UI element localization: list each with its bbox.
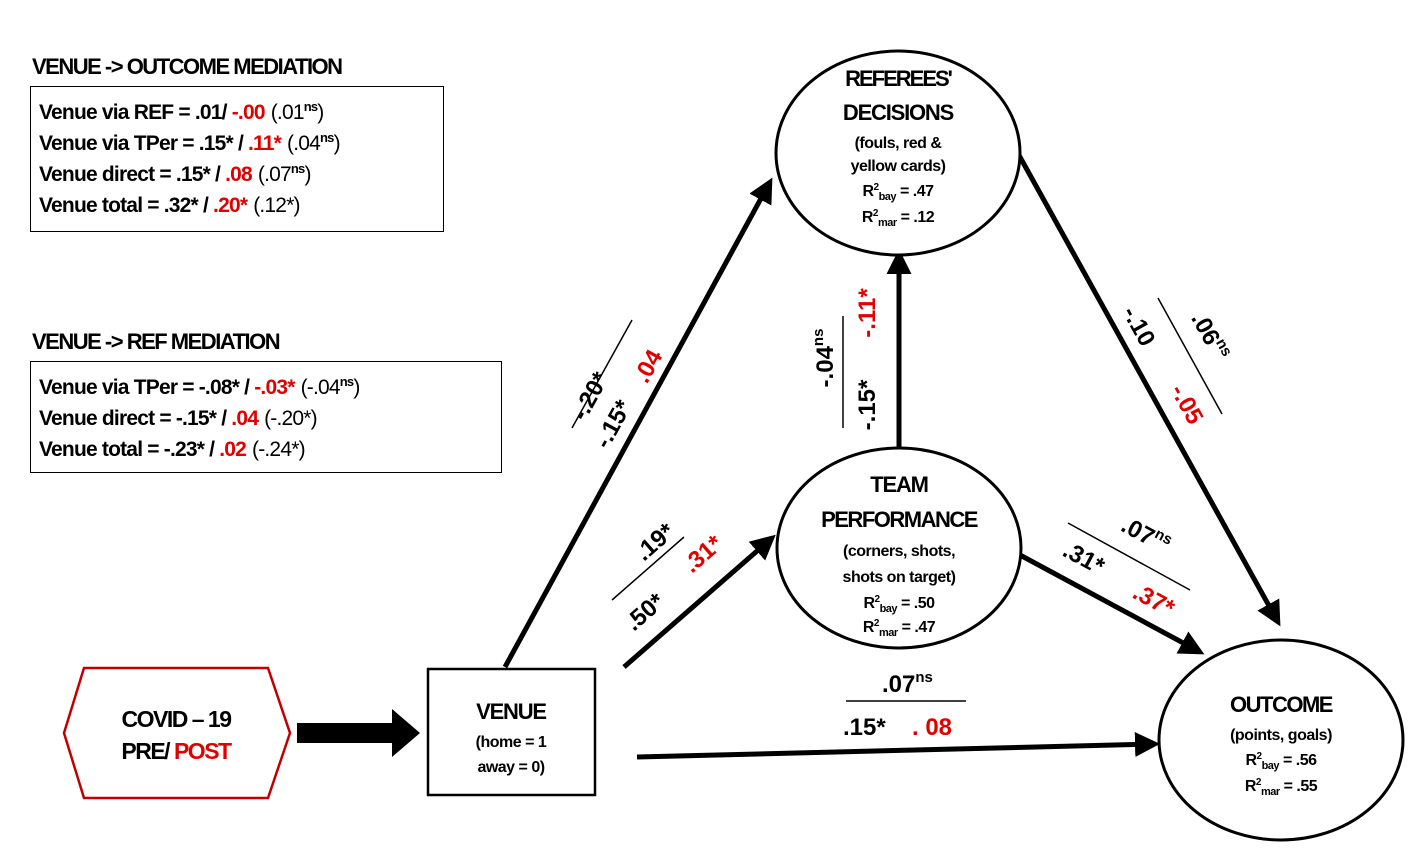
divider-ref-outcome: [1157, 297, 1223, 415]
outcome-sub1: (points, goals): [1230, 727, 1332, 744]
covid-hexagon: [62, 666, 292, 800]
referees-title2: DECISIONS: [843, 100, 954, 125]
outcome-mediation-row: Venue via TPer = .15* / .11*(.04ns): [39, 130, 341, 155]
outcome-mediation-row: Venue total = .32* / .20*(.12*): [39, 194, 301, 217]
outcome-mediation-row: Venue via REF = .01/ -.00(.01ns): [39, 99, 324, 124]
team-r2-mar: R2mar = .47: [863, 618, 936, 639]
ref-mediation-row: Venue total = -.23* / .02(-.24*): [39, 438, 306, 461]
referees-r2-bay: R2bay = .47: [862, 182, 934, 203]
coef-ref-outcome-right: .06ns: [1185, 307, 1235, 366]
outcome-ellipse: [1157, 638, 1405, 842]
referees-r2-mar: R2mar = .12: [862, 208, 935, 229]
venue-coding-line2: away = 0): [477, 759, 544, 776]
coef-team-outcome-bottom: .31*: [1058, 536, 1109, 580]
coef-team-ref-left: -.04ns: [810, 329, 839, 388]
arrow-venue-to-referees: [502, 177, 773, 669]
venue-box: [426, 667, 597, 797]
team-title1: TEAM: [870, 472, 928, 497]
coef-venue-team-bottom: .50*: [620, 588, 670, 637]
referees-title1: REFEREES': [845, 66, 953, 91]
team-title2: PERFORMANCE: [821, 507, 978, 532]
ref-mediation-title: VENUE -> REF MEDIATION: [32, 329, 281, 354]
covid-label: COVID – 19: [122, 706, 232, 732]
arrow-venue-to-team: [622, 534, 776, 669]
coef-team-ref-bottom: -.15*: [854, 379, 881, 430]
coef-venue-team-top: .19*: [630, 518, 680, 567]
referees-sub1: (fouls, red &: [855, 135, 943, 152]
path-arrows: [502, 146, 1281, 760]
block-arrow: [297, 709, 420, 757]
venue-title: VENUE: [476, 699, 546, 724]
outcome-mediation-row: Venue direct = .15* / .08(.07ns): [39, 161, 311, 186]
outcome-mediation-box: Venue via REF = .01/ -.00(.01ns) Venue v…: [30, 86, 444, 232]
team-r2-bay: R2bay = .50: [863, 594, 935, 615]
coefficient-dividers: [571, 297, 1223, 702]
outcome-title: OUTCOME: [1230, 692, 1333, 717]
arrow-referees-to-outcome: [1012, 146, 1281, 627]
outcome-r2-mar: R2mar = .55: [1245, 777, 1318, 798]
covid-pre-post: PRE/ POST: [121, 738, 232, 764]
team-sub2: shots on target): [843, 569, 956, 586]
referees-ellipse: [774, 49, 1022, 257]
arrow-team-to-outcome: [1018, 552, 1205, 655]
coef-team-ref-red: -.11*: [854, 288, 881, 338]
outcome-mediation-title: VENUE -> OUTCOME MEDIATION: [32, 54, 343, 79]
team-ellipse: [775, 446, 1023, 650]
divider-venue-ref: [571, 319, 633, 429]
team-sub1: (corners, shots,: [843, 543, 955, 560]
ref-mediation-row: Venue direct = -.15* / .04(-.20*): [39, 407, 318, 430]
coef-venue-outcome-bottom: .15*: [843, 714, 886, 741]
coef-team-outcome-top: .07ns: [1117, 510, 1176, 559]
divider-team-outcome: [1067, 522, 1191, 591]
referees-sub2: yellow cards): [851, 158, 946, 175]
ref-mediation-row: Venue via TPer = -.08* / -.03*(-.04ns): [39, 374, 360, 399]
coef-venue-outcome-top: .07ns: [882, 669, 933, 698]
divider-venue-team: [611, 536, 685, 601]
arrow-venue-to-outcome: [636, 732, 1160, 760]
coef-venue-outcome-red: . 08: [912, 714, 952, 741]
venue-coding-line1: (home = 1: [476, 734, 547, 751]
ref-mediation-box: Venue via TPer = -.08* / -.03*(-.04ns) V…: [30, 361, 502, 473]
coef-venue-team-red: .31*: [678, 530, 728, 579]
outcome-r2-bay: R2bay = .56: [1245, 751, 1317, 772]
coef-ref-outcome-red: -.05: [1165, 380, 1209, 429]
